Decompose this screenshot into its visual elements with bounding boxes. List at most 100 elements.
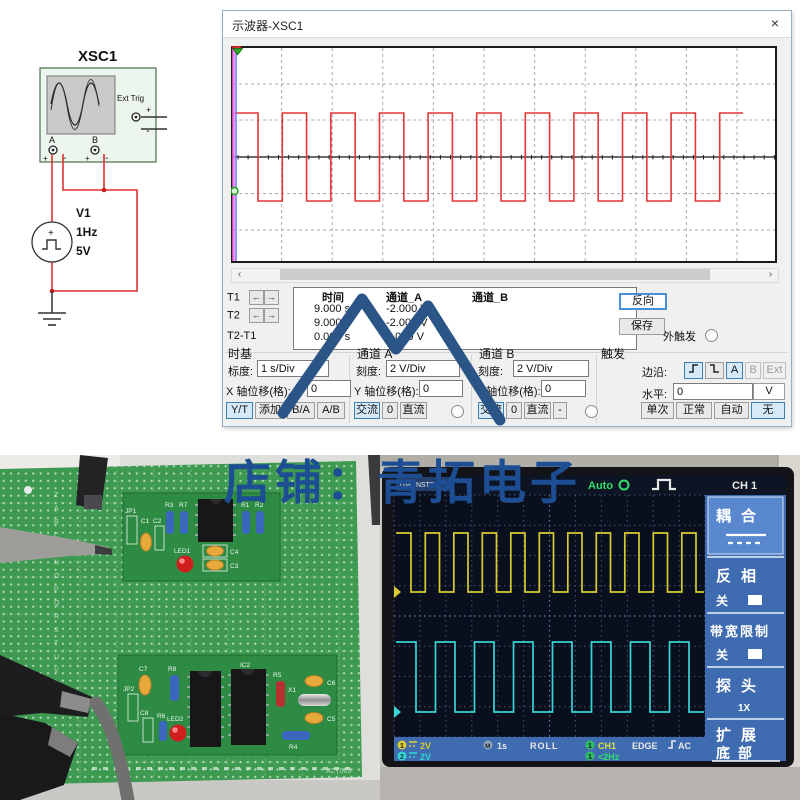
status-trig-source: CH1 [598, 741, 616, 751]
trigger-single-button[interactable]: 单次 [641, 402, 674, 419]
t2-left-arrow[interactable]: ← [248, 308, 264, 323]
pcb-module-2: C7 JP2 R8 C8 R6 LED2 IC2 [117, 654, 338, 756]
channel-b-dc-button[interactable]: 直流 [524, 402, 551, 419]
reverse-button[interactable]: 反向 [619, 293, 667, 310]
timebase-scale-input[interactable] [257, 360, 329, 377]
scroll-left-icon[interactable]: ‹ [237, 269, 242, 280]
channel-ref-marker[interactable] [231, 186, 239, 196]
channel-b-ypos-input[interactable] [541, 380, 586, 397]
falling-edge-button[interactable] [705, 362, 724, 379]
r8-label: R8 [168, 666, 177, 673]
clip-jaw-1 [60, 691, 92, 713]
channel-b-scale-input[interactable] [513, 360, 589, 377]
trig-slope-icon [668, 740, 676, 749]
scroll-right-icon[interactable]: › [768, 269, 773, 280]
channel-b-minus-button[interactable]: - [553, 402, 567, 419]
channel-b-pin [93, 148, 97, 152]
display-hscrollbar[interactable]: ‹ › [231, 268, 779, 283]
trigger-level-input[interactable] [673, 383, 753, 400]
svg-text:N: N [54, 560, 59, 567]
ba-mode-button[interactable]: B/A [287, 402, 315, 419]
save-button[interactable]: 保存 [619, 318, 665, 335]
trigger-auto-button[interactable]: 自动 [714, 402, 749, 419]
menu-bw-title: 带宽限制 [710, 624, 770, 639]
channel-a-ac-button[interactable]: 交流 [354, 402, 380, 419]
ext-trigger-radio[interactable] [705, 329, 718, 342]
channel-b-zero-button[interactable]: 0 [506, 402, 522, 419]
status-freq-num: 1 [588, 754, 592, 761]
ab-mode-button[interactable]: A/B [317, 402, 345, 419]
channel-a-scale-input[interactable] [386, 360, 460, 377]
t1-label: T1 [227, 291, 240, 304]
c8-footprint [142, 717, 154, 743]
trigger-a-button[interactable]: A [726, 362, 743, 379]
ch1-marker [394, 586, 401, 598]
trigger-normal-button[interactable]: 正常 [676, 402, 712, 419]
crystal-x1 [298, 694, 331, 706]
c3-label: C3 [230, 563, 239, 570]
c4-footprint [202, 544, 228, 558]
status-time: 1s [497, 741, 507, 751]
c6-label: C6 [327, 680, 336, 687]
ext-trigger-label: 外触发 [663, 331, 696, 343]
source-name: V1 [76, 206, 91, 220]
source-voltage: 5V [76, 244, 91, 258]
b-minus: - [105, 153, 108, 164]
add-mode-button[interactable]: 添加 [255, 402, 285, 419]
menu-probe-title: 探头 [716, 677, 766, 695]
channel-b-ac-button[interactable]: 交流 [478, 402, 504, 419]
trigger-edge-label: 边沿: [642, 367, 668, 379]
delta-time: 0.000 s [314, 331, 351, 343]
trigger-level-unit[interactable]: V [753, 383, 785, 400]
svg-text:O: O [54, 573, 60, 580]
status-ch2-num: 2 [400, 754, 404, 761]
cursor-t2-handle[interactable] [232, 48, 244, 56]
channel-b-radio[interactable] [585, 405, 598, 418]
window-titlebar[interactable]: 示波器-XSC1 × [223, 11, 791, 38]
r3-label: R3 [165, 502, 174, 509]
svg-text:Z: Z [54, 492, 59, 499]
channel-a-zero-button[interactable]: 0 [382, 402, 398, 419]
svg-text:S: S [54, 627, 59, 634]
clip-jaw-2 [48, 727, 78, 757]
oscilloscope-window: 示波器-XSC1 × ‹ › T1 ←→ T2 ←→ T2-T1 [222, 10, 792, 427]
r2-label: R2 [255, 502, 264, 509]
led1-label: LED1 [174, 548, 191, 555]
rising-edge-button[interactable] [684, 362, 703, 379]
channel-a-scale-label: 刻度: [356, 366, 382, 378]
capacitor-c1 [140, 532, 152, 552]
channel-a-dc-button[interactable]: 直流 [400, 402, 427, 419]
desk-edge [0, 780, 380, 800]
window-title: 示波器-XSC1 [232, 19, 304, 33]
status-trig-coupling: AC [678, 741, 691, 751]
trigger-none-button[interactable]: 无 [751, 402, 785, 419]
ground-symbol[interactable] [38, 312, 66, 326]
c4-label: C4 [230, 549, 239, 556]
jp2-label: JP2 [123, 686, 135, 693]
trigger-ext-button[interactable]: Ext [763, 362, 786, 379]
yt-mode-button[interactable]: Y/T [226, 402, 253, 419]
t1-left-arrow[interactable]: ← [248, 290, 264, 305]
scope-display [231, 46, 777, 263]
timebase-xpos-input[interactable] [307, 380, 351, 397]
wires [51, 154, 138, 292]
c2-label: C2 [153, 518, 162, 525]
circuit-schematic: XSC1 Ext Trig + - A B + - + - + V1 1Hz 5… [31, 48, 167, 326]
brand-logo [396, 477, 454, 491]
scrollbar-thumb[interactable] [280, 269, 710, 280]
t2-right-arrow[interactable]: → [263, 308, 279, 323]
status-trig-ch-num: 1 [588, 743, 592, 750]
c8-label: C8 [140, 710, 149, 717]
trigger-b-button[interactable]: B [745, 362, 761, 379]
led1-highlight [179, 558, 185, 564]
led2-label: LED2 [167, 716, 184, 723]
svg-text:A: A [54, 506, 59, 513]
t1-right-arrow[interactable]: → [263, 290, 279, 305]
jp1-label: JP1 [125, 508, 137, 515]
channel-a-radio[interactable] [451, 405, 464, 418]
close-icon[interactable]: × [770, 15, 780, 31]
source-symbol[interactable] [31, 221, 73, 263]
svg-text:R: R [54, 614, 59, 621]
channel-a-ypos-input[interactable] [419, 380, 463, 397]
